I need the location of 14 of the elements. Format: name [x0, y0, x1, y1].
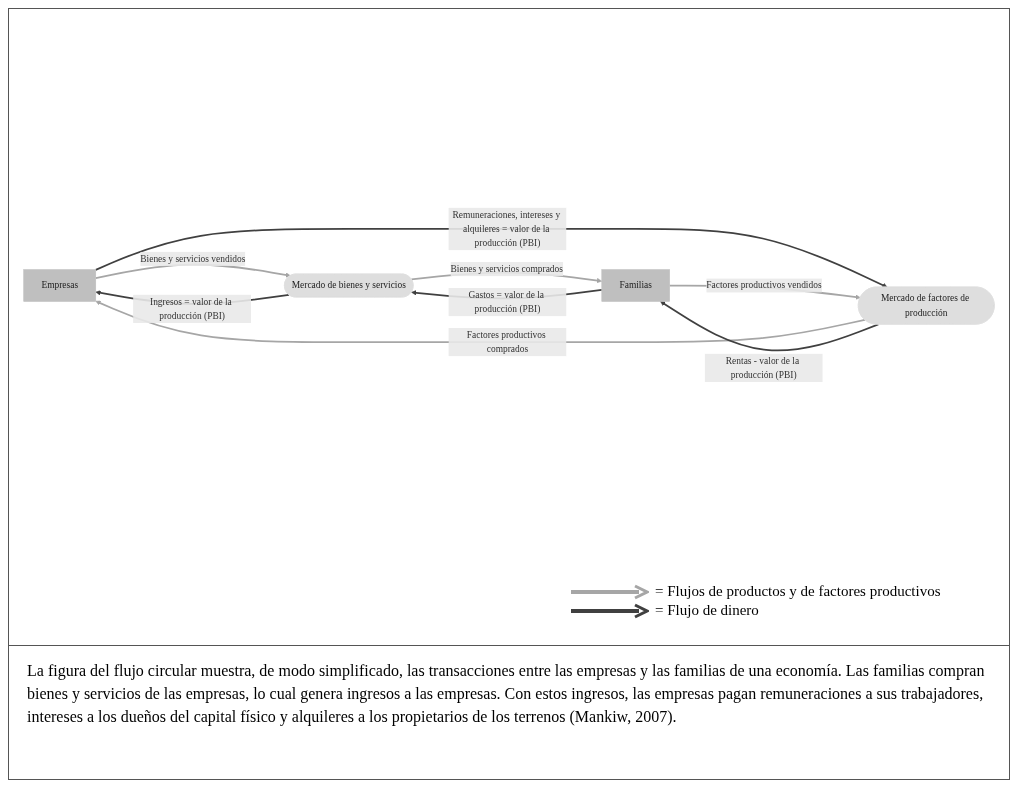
node-box: Familias [601, 269, 670, 302]
edge-label: Ingresos = valor de la producción (PBI) [150, 296, 232, 321]
edge-label: Factores productivos comprados [466, 329, 546, 355]
node-box: Empresas [23, 269, 97, 302]
edge-label: Rentas - valor de la producción (PBI) [725, 355, 800, 380]
legend-label: = Flujo de dinero [655, 602, 759, 619]
edge-label: Bienes y servicios vendidos [140, 253, 246, 264]
arrow [660, 301, 880, 352]
edge-label: Bienes y servicios comprados [450, 263, 563, 274]
legend-label: = Flujos de productos y de factores productivos [655, 583, 941, 600]
edge-label: Gastos = valor de la producción (PBI) [468, 289, 545, 314]
edge-label: Factores productivos vendidos [706, 280, 822, 291]
edge-label: Remuneraciones, intereses y alquileres = valor de la producción (PBI) [452, 209, 561, 248]
caption: La figura del flujo circular muestra, de modo simplificado, las transacciones entre las empresas y las familias de una economía. Las familias compran bienes y servicios de las empresas, lo cual genera ingresos a las empresas. Con estos ingresos, las empresas pagan remuneraciones a sus trabajadores, intereses a los dueños del capital físico y alquileres a los propietarios de los terrenos (Mankiw, 2007). [27, 661, 986, 728]
